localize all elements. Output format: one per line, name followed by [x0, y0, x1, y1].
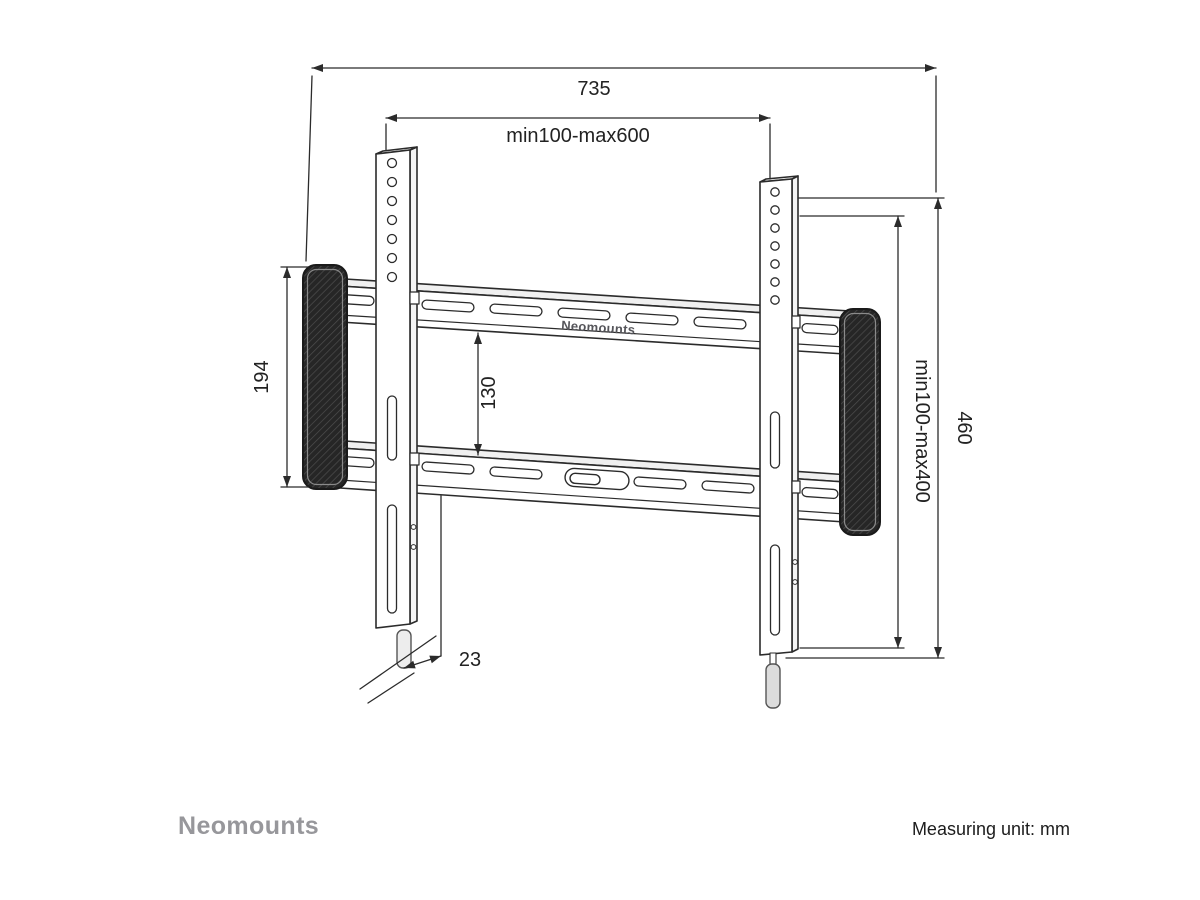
measuring-unit-note: Measuring unit: mm — [911, 819, 1070, 839]
product-brand-label: Neomounts — [561, 318, 636, 338]
right-tv-bracket-rail — [759, 175, 801, 709]
right-rail-holes — [770, 187, 780, 305]
dim-profile-depth: 23 — [359, 495, 481, 704]
wall-plate-top-bar: Neomounts — [339, 278, 851, 355]
dim-label-130: 130 — [478, 376, 500, 409]
dim-label-min100-max600: min100-max600 — [506, 125, 649, 147]
left-rail-front-face — [375, 149, 411, 629]
left-rail-slots — [386, 395, 398, 614]
left-rail-holes — [386, 157, 398, 283]
right-rail-screw-detail-1 — [792, 559, 798, 565]
neomounts-logo: Neomounts — [178, 812, 320, 840]
right-rail-screw-detail-2 — [792, 579, 798, 585]
dim-bracket-height: 460 — [785, 197, 975, 659]
left-rail-hook-tab-bottom — [409, 452, 420, 466]
dim-label-735: 735 — [577, 78, 610, 100]
dim-cap-height: 194 — [251, 266, 309, 488]
left-rail-screw-detail-2 — [410, 544, 417, 550]
dim-label-194: 194 — [251, 360, 273, 393]
dim-label-460: 460 — [953, 411, 975, 444]
dim-vesa-horizontal: min100-max600 — [385, 114, 771, 180]
left-tv-bracket-rail — [375, 146, 420, 669]
dim-label-23: 23 — [459, 649, 481, 671]
quick-release-latch — [564, 467, 630, 491]
dim-bar-spacing: 130 — [474, 332, 500, 456]
left-rail-screw-detail-1 — [410, 524, 417, 530]
dimension-annotations: 735 min100-max600 194 130 — [251, 64, 975, 704]
left-end-cap — [302, 264, 348, 490]
right-rail-pull-tab — [765, 663, 781, 709]
right-rail-hook-tab-bottom — [791, 480, 801, 494]
left-rail-side-face — [409, 146, 418, 625]
right-rail-hook-tab-top — [791, 315, 801, 329]
right-end-cap — [839, 308, 881, 536]
top-bar-slots — [339, 294, 839, 336]
dim-label-min100-max400: min100-max400 — [911, 359, 933, 502]
dim-overall-width: 735 — [305, 64, 937, 262]
dim-vesa-vertical: min100-max400 — [799, 215, 933, 649]
left-rail-hook-tab-top — [409, 291, 420, 305]
right-rail-slots — [769, 411, 781, 636]
bottom-bar-slots — [339, 455, 839, 500]
